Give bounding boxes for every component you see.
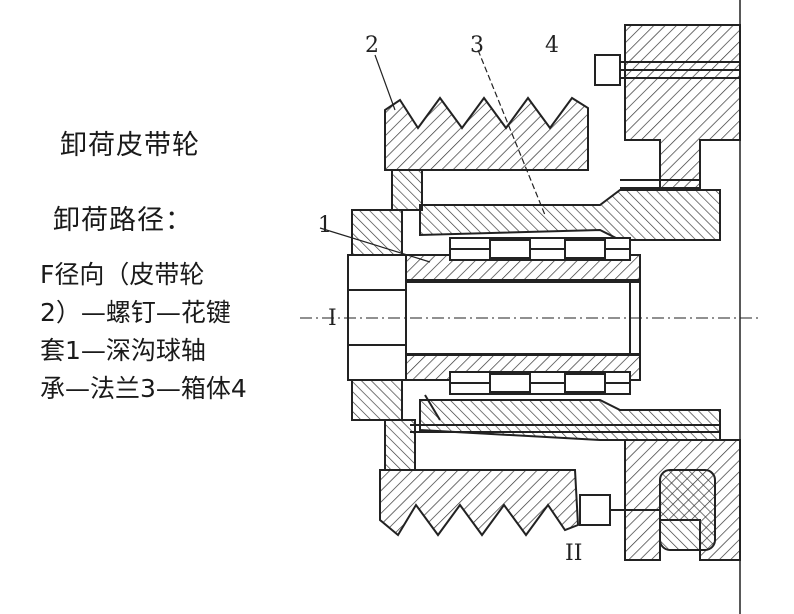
path-line-4: 承—法兰3—箱体4 (40, 374, 247, 403)
pulley-lower (379, 469, 580, 537)
path-line-2: 2）—螺钉—花键 (40, 298, 231, 327)
slide-title: 卸荷皮带轮 (60, 130, 200, 161)
flange-upper (419, 189, 721, 241)
label-part-4: 4 (545, 33, 559, 58)
pulley-upper (384, 96, 589, 171)
flange-lower (419, 399, 721, 441)
label-part-2: 2 (365, 33, 379, 58)
unloading-pulley-section-drawing: 2 3 4 1 I II (300, 0, 760, 614)
path-line-3: 套1—深沟球轴 (40, 336, 206, 365)
label-section-II: II (565, 541, 582, 566)
load-path-description: F径向（皮带轮 2）—螺钉—花键 套1—深沟球轴 承—法兰3—箱体4 (40, 256, 310, 408)
path-heading: 卸荷路径： (53, 205, 193, 236)
label-section-I: I (328, 306, 337, 331)
label-part-1: 1 (318, 213, 332, 238)
path-line-1: F径向（皮带轮 (40, 260, 205, 289)
housing-upper (624, 24, 741, 191)
label-part-3: 3 (470, 33, 484, 58)
